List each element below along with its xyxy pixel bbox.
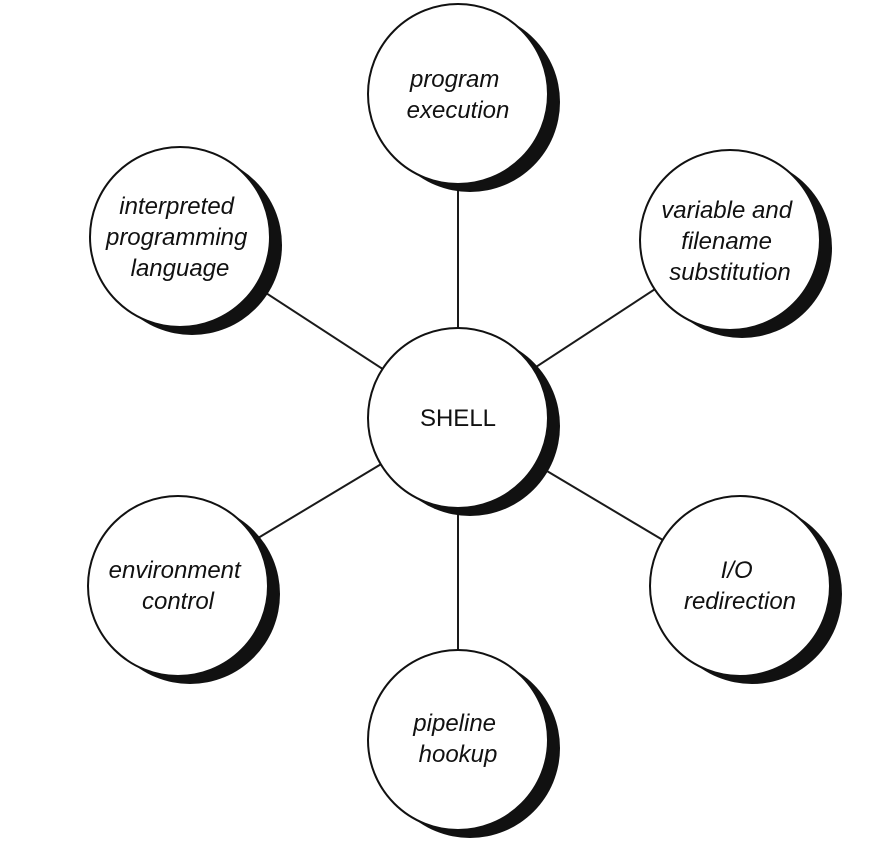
node-program-execution: program execution	[367, 3, 560, 192]
node-label-line: environment	[109, 557, 242, 584]
node-io-redirection: I/O redirection	[649, 495, 842, 684]
node-label: I/O redirection	[684, 557, 796, 615]
node-label-line: substitution	[669, 259, 790, 286]
center-node-shell: SHELL	[367, 327, 560, 516]
node-label-line: filename	[681, 228, 772, 255]
node-label-line: language	[131, 255, 230, 282]
node-label-line: program	[409, 66, 499, 93]
center-node-circle	[367, 327, 549, 509]
node-interpreted-programming-language: interpreted programming language	[89, 146, 282, 335]
node-label-line: variable and	[661, 197, 792, 224]
center-label: SHELL	[420, 405, 496, 432]
node-variable-filename-substitution: variable and filename substitution	[639, 149, 832, 338]
node-label: pipeline hookup	[412, 710, 502, 768]
node-environment-control: environment control	[87, 495, 280, 684]
node-label-line: programming	[105, 224, 248, 251]
node-label: program execution	[407, 66, 510, 124]
node-label-line: interpreted	[119, 193, 234, 220]
node-pipeline-hookup: pipeline hookup	[367, 649, 560, 838]
node-label-line: hookup	[419, 741, 498, 768]
node-label: interpreted programming language	[105, 193, 254, 282]
node-circle	[649, 495, 831, 677]
node-label-line: I/O	[721, 557, 753, 584]
node-circle	[367, 649, 549, 831]
node-label: variable and filename substitution	[661, 197, 798, 286]
node-circle	[639, 149, 821, 331]
node-label: environment control	[109, 557, 248, 615]
node-label-line: redirection	[684, 588, 796, 615]
node-label-line: execution	[407, 97, 510, 124]
node-label-line: control	[142, 588, 215, 615]
node-circle	[87, 495, 269, 677]
node-label-line: pipeline	[412, 710, 496, 737]
node-circle	[367, 3, 549, 185]
node-circle	[89, 146, 271, 328]
